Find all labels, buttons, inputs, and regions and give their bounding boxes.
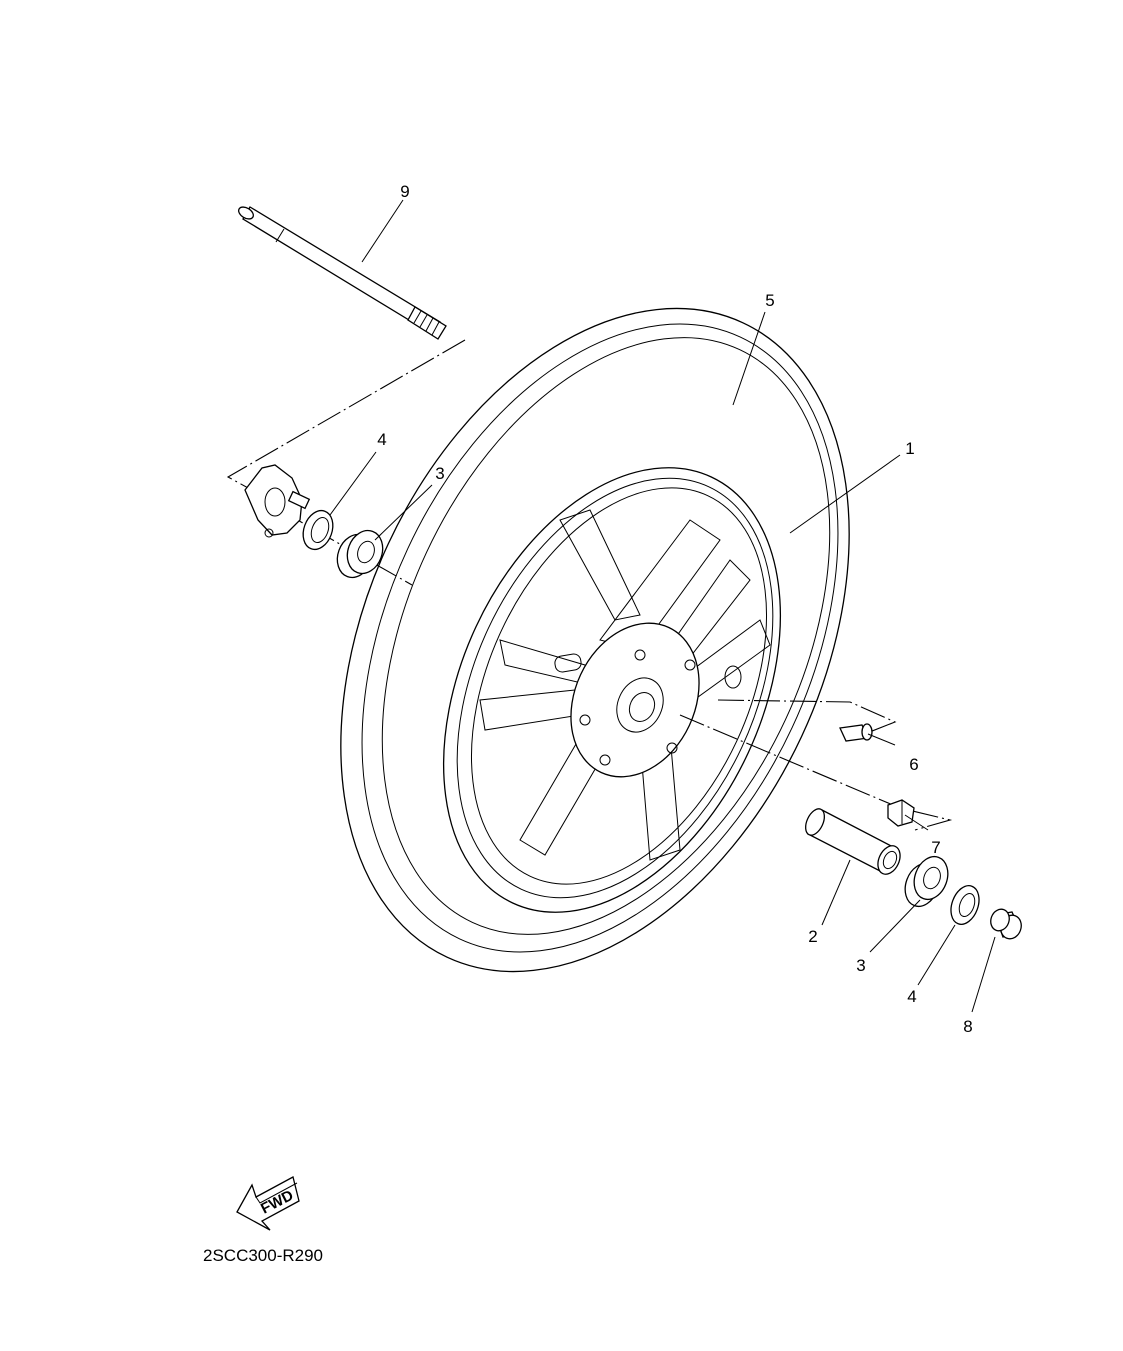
- tire-part-5: [340, 307, 850, 973]
- valve-part-6: [839, 723, 873, 742]
- callout-labels: 9 5 1 4 3 6 7 2 3 4 8: [377, 182, 972, 1036]
- callout-3-right: 3: [856, 956, 865, 975]
- callout-4-right: 4: [907, 987, 916, 1006]
- callout-6: 6: [909, 755, 918, 774]
- callout-2: 2: [808, 927, 817, 946]
- balance-weight-part-7: [887, 799, 915, 827]
- spacer-part-2: [804, 808, 901, 875]
- callout-9: 9: [400, 182, 409, 201]
- collar-part-8: [990, 908, 1022, 940]
- callout-7: 7: [931, 838, 940, 857]
- front-wheel-assembly: [340, 307, 850, 973]
- axle-part-9: [238, 206, 447, 340]
- rim-part-1: [442, 467, 782, 913]
- oil-seal-right-part-4: [950, 885, 980, 925]
- callout-8: 8: [963, 1017, 972, 1036]
- bearing-right-part-3: [904, 855, 949, 908]
- leader-lines: [329, 199, 996, 1013]
- forward-arrow-icon: FWD: [236, 1176, 300, 1231]
- left-bracket: [244, 464, 311, 538]
- callout-5: 5: [765, 291, 774, 310]
- drawing-code: 2SCC300-R290: [203, 1246, 323, 1265]
- callout-4-left: 4: [377, 430, 386, 449]
- oil-seal-left-part-4: [302, 509, 334, 551]
- callout-1: 1: [905, 439, 914, 458]
- bearing-left-part-3: [336, 529, 384, 579]
- callout-3-left: 3: [435, 464, 444, 483]
- wheel-hub: [554, 622, 742, 778]
